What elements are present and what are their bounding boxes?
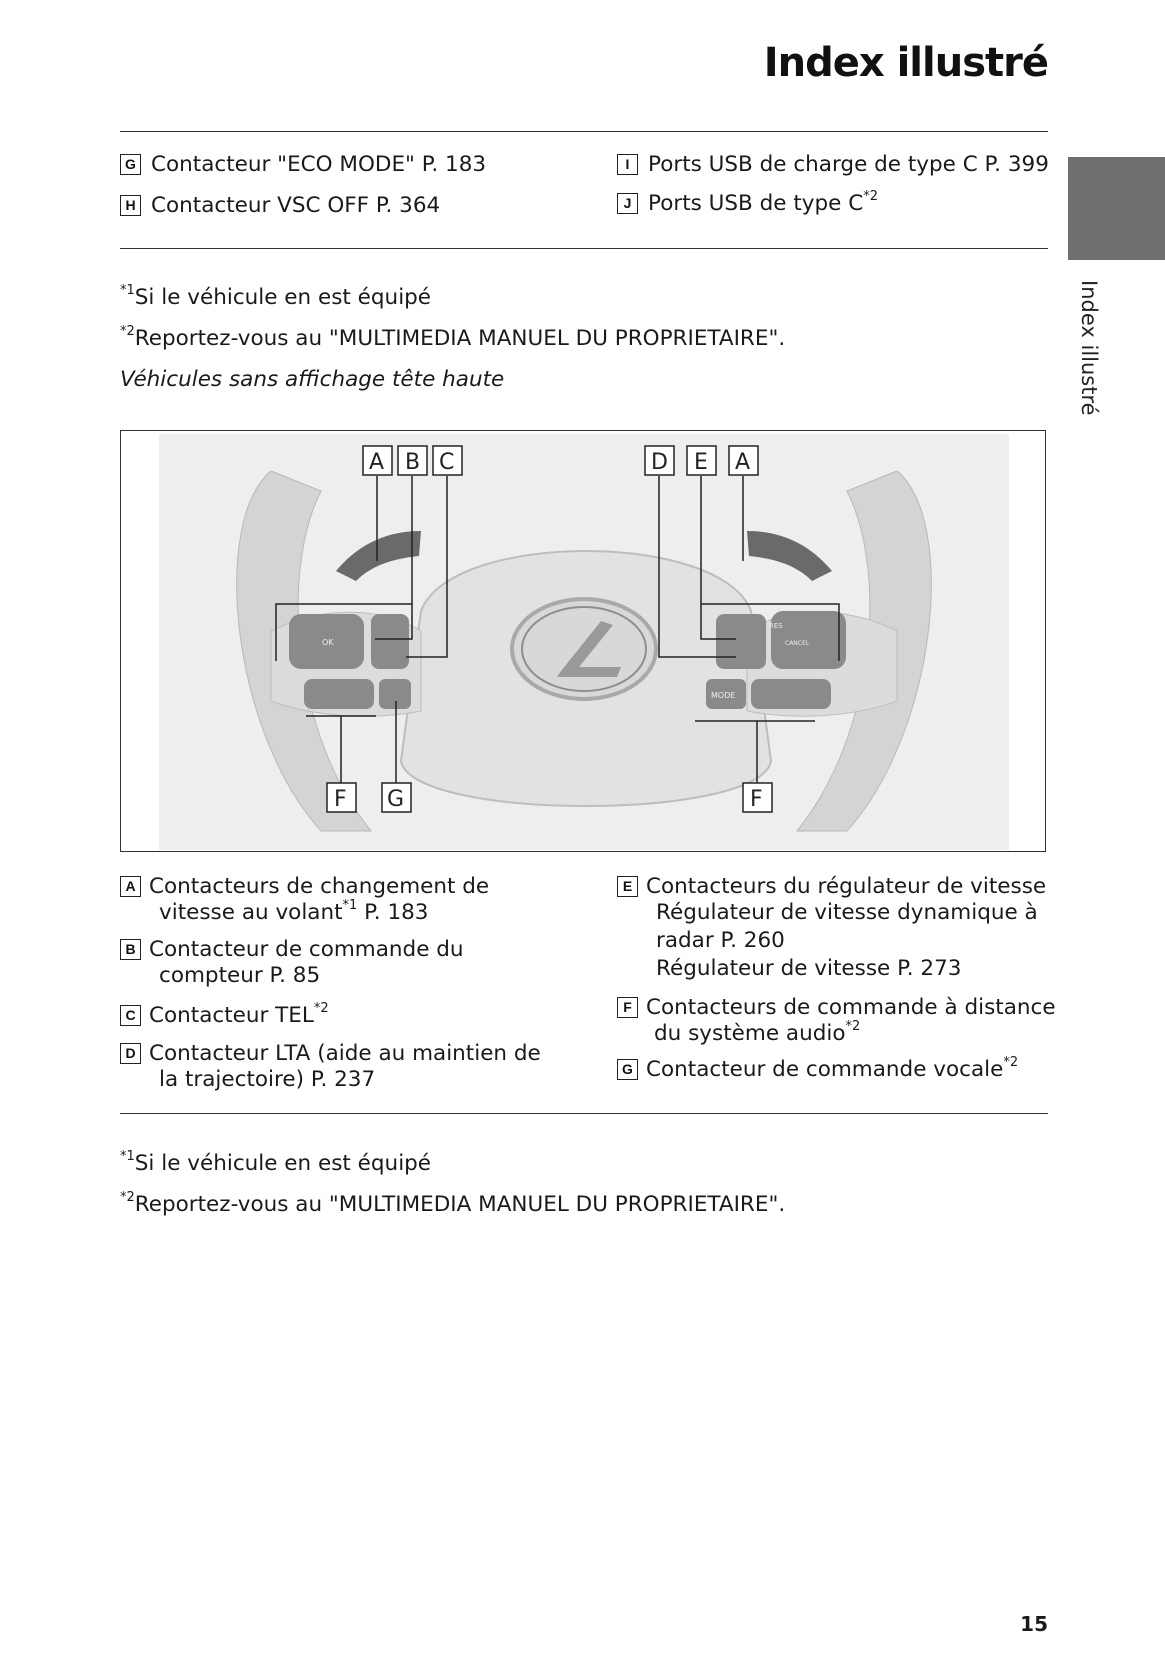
page-number: 15	[1020, 1612, 1048, 1636]
steering-wheel-illustration: OK RES CANCEL MODE A	[159, 434, 1009, 850]
leader-lines	[275, 476, 840, 783]
footnote-1: *1Si le véhicule en est équipé	[120, 283, 432, 310]
section-rule-bottom	[120, 1113, 1048, 1114]
item-d: D Contacteur LTA (aide au maintien de la …	[120, 1041, 590, 1093]
mode-label: MODE	[711, 691, 735, 700]
meter-control-switch-pad	[289, 614, 364, 669]
footnote-text: Reportez-vous au "MULTIMEDIA MANUEL DU P…	[134, 326, 786, 351]
item-text: Ports USB de type C	[648, 191, 864, 216]
callout-a-right: A	[735, 450, 750, 475]
item-b: B Contacteur de commande du compteur P. 8…	[120, 937, 590, 989]
callout-f-right: F	[750, 787, 763, 812]
item-text: Contacteur VSC OFF P. 364	[151, 193, 441, 218]
header-rule	[120, 131, 1048, 132]
footnote-ref: *2	[1003, 1055, 1019, 1070]
callout-c: C	[439, 450, 454, 475]
footnote-2-bottom: *2Reportez-vous au "MULTIMEDIA MANUEL DU…	[120, 1190, 786, 1217]
callouts-top: A B C D E A	[362, 445, 759, 476]
key-badge: G	[617, 1059, 638, 1080]
footnote-ref: *2	[313, 1001, 329, 1016]
wheel-rim-left	[236, 470, 373, 832]
footnote-ref: *2	[845, 1019, 861, 1034]
footnote-text: Si le véhicule en est équipé	[134, 285, 432, 310]
footnote-2: *2Reportez-vous au "MULTIMEDIA MANUEL DU…	[120, 324, 786, 351]
item-line: compteur P. 85	[159, 963, 321, 988]
lta-switch-pad	[716, 614, 766, 669]
top-item-g: G Contacteur "ECO MODE" P. 183	[120, 152, 486, 177]
item-line: P. 183	[357, 900, 429, 925]
item-text: Contacteur "ECO MODE" P. 183	[151, 152, 487, 177]
voice-switch-pad	[379, 679, 411, 709]
key-badge: A	[120, 876, 141, 897]
steering-wheel-figure: OK RES CANCEL MODE A	[120, 430, 1046, 852]
wheel-rim-right	[795, 470, 932, 832]
top-item-h: H Contacteur VSC OFF P. 364	[120, 193, 440, 218]
footnote-ref: *2	[863, 189, 878, 204]
footnote-mark: *1	[120, 1149, 135, 1164]
footnote-mark: *2	[120, 1190, 135, 1205]
item-line: Contacteur LTA (aide au maintien de	[149, 1041, 541, 1066]
footnote-ref: *1	[342, 898, 358, 913]
section-label: Index illustré	[1077, 280, 1101, 416]
cancel-label: CANCEL	[785, 640, 810, 647]
item-text: Ports USB de charge de type C P. 399	[648, 152, 1049, 177]
top-item-i: I Ports USB de charge de type C P. 399	[617, 152, 1049, 177]
item-line: radar P. 260	[656, 928, 785, 953]
item-line: Contacteurs du régulateur de vitesse	[646, 874, 1047, 899]
key-badge: D	[120, 1043, 141, 1064]
callout-b: B	[405, 450, 420, 475]
ok-label: OK	[322, 638, 334, 647]
paddle-right	[747, 531, 832, 581]
item-line: Régulateur de vitesse P. 273	[656, 956, 962, 981]
footnote-text: Si le véhicule en est équipé	[134, 1151, 432, 1176]
top-item-j: J Ports USB de type C*2	[617, 189, 878, 216]
res-label: RES	[769, 622, 783, 630]
callout-a: A	[369, 450, 384, 475]
key-badge: F	[617, 997, 638, 1018]
item-line: Régulateur de vitesse dynamique à	[656, 900, 1038, 925]
footnote-text: Reportez-vous au "MULTIMEDIA MANUEL DU P…	[134, 1192, 786, 1217]
item-line: Contacteurs de commande à distance	[646, 995, 1056, 1020]
paddle-left	[336, 531, 421, 581]
callout-g: G	[387, 787, 404, 812]
audio-switch-pad	[304, 679, 374, 709]
footnote-1-bottom: *1Si le véhicule en est équipé	[120, 1149, 432, 1176]
item-c: C Contacteur TEL*2	[120, 1001, 590, 1029]
callouts-bottom: F G F	[326, 782, 773, 813]
item-line: vitesse au volant	[159, 900, 343, 925]
key-badge: H	[120, 195, 141, 216]
item-line: Contacteur de commande du	[149, 937, 464, 962]
footnote-mark: *1	[120, 283, 135, 298]
item-e: E Contacteurs du régulateur de vitesse Ré…	[617, 874, 1057, 982]
item-line: Contacteur de commande vocale	[646, 1057, 1004, 1082]
page-title: Index illustré	[763, 40, 1049, 86]
callout-d: D	[651, 450, 668, 475]
callout-e: E	[694, 450, 708, 475]
item-line: Contacteurs de changement de	[149, 874, 490, 899]
callout-f-left: F	[334, 787, 347, 812]
item-g: G Contacteur de commande vocale*2	[617, 1055, 1057, 1083]
cruise-control-switch-pad	[771, 611, 846, 669]
key-badge: G	[120, 154, 141, 175]
item-line: du système audio	[654, 1021, 846, 1046]
subheading: Véhicules sans affichage tête haute	[120, 367, 505, 392]
item-f: F Contacteurs de commande à distance du s…	[617, 995, 1057, 1047]
item-line: la trajectoire) P. 237	[159, 1067, 376, 1092]
item-line: Contacteur TEL	[149, 1003, 314, 1028]
key-badge: J	[617, 193, 638, 214]
key-badge: E	[617, 876, 638, 897]
section-tab	[1068, 157, 1165, 260]
key-badge: I	[617, 154, 638, 175]
item-a: A Contacteurs de changement de vitesse au…	[120, 874, 590, 926]
footnote-mark: *2	[120, 324, 135, 339]
section-rule	[120, 248, 1048, 249]
key-badge: B	[120, 939, 141, 960]
key-badge: C	[120, 1005, 141, 1026]
